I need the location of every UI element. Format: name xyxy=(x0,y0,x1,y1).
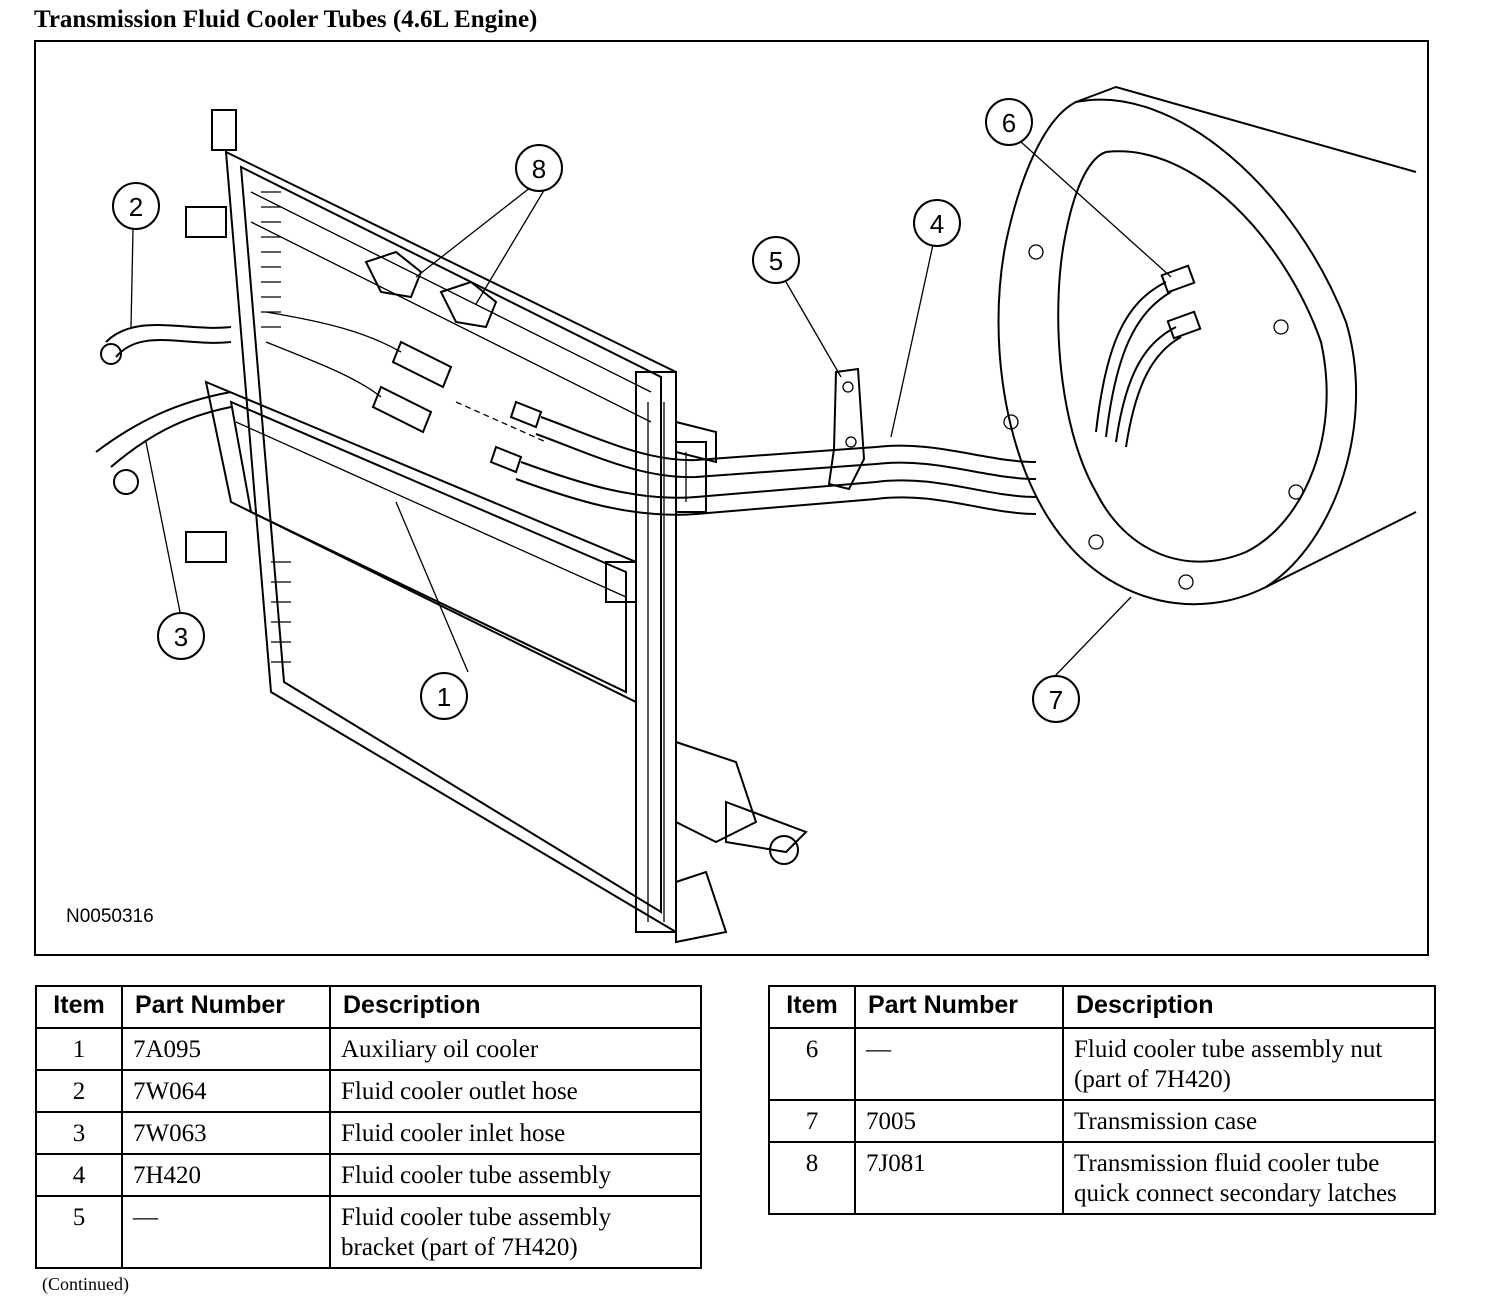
cell-part-number: — xyxy=(121,1195,331,1269)
cell-item: 8 xyxy=(768,1141,856,1215)
svg-text:1: 1 xyxy=(437,682,451,712)
cell-part-number: 7J081 xyxy=(854,1141,1064,1215)
tube-bracket xyxy=(827,367,866,491)
header-item: Item xyxy=(768,985,856,1029)
header-item: Item xyxy=(35,985,123,1029)
cell-item: 1 xyxy=(35,1027,123,1071)
callout-2: 2 xyxy=(112,182,160,230)
table-header-row: Item Part Number Description xyxy=(768,985,1436,1029)
cell-description: Fluid cooler tube assembly bracket (part… xyxy=(329,1195,702,1269)
cell-description: Transmission case xyxy=(1062,1099,1436,1143)
cell-item: 5 xyxy=(35,1195,123,1269)
table-row: 6 — Fluid cooler tube assembly nut (part… xyxy=(768,1027,1436,1101)
svg-text:2: 2 xyxy=(129,192,143,222)
cell-description: Fluid cooler inlet hose xyxy=(329,1111,702,1155)
cell-item: 7 xyxy=(768,1099,856,1143)
continued-note: (Continued) xyxy=(42,1274,129,1294)
svg-text:7: 7 xyxy=(1049,685,1063,715)
svg-text:6: 6 xyxy=(1002,108,1016,138)
cell-part-number: 7A095 xyxy=(121,1027,331,1071)
cell-part-number: 7W064 xyxy=(121,1069,331,1113)
cell-item: 4 xyxy=(35,1153,123,1197)
svg-text:5: 5 xyxy=(769,246,783,276)
callout-5: 5 xyxy=(752,236,800,284)
cooler-hoses xyxy=(95,324,232,495)
exploded-view-illustration: 1 2 3 4 5 6 7 8 N0050316 xyxy=(34,40,1429,956)
table-row: 1 7A095 Auxiliary oil cooler xyxy=(35,1027,702,1071)
cell-description: Fluid cooler tube assembly nut (part of … xyxy=(1062,1027,1436,1101)
svg-text:8: 8 xyxy=(532,154,546,184)
quick-connect-latches xyxy=(265,250,547,474)
cell-part-number: 7005 xyxy=(854,1099,1064,1143)
table-header-row: Item Part Number Description xyxy=(35,985,702,1029)
header-part-number: Part Number xyxy=(854,985,1064,1029)
cell-part-number: — xyxy=(854,1027,1064,1101)
svg-text:3: 3 xyxy=(174,622,188,652)
table-row: 4 7H420 Fluid cooler tube assembly xyxy=(35,1153,702,1197)
tube-nuts xyxy=(1095,264,1202,448)
callout-1: 1 xyxy=(420,672,468,720)
cell-description: Auxiliary oil cooler xyxy=(329,1027,702,1071)
callout-3: 3 xyxy=(157,612,205,660)
radiator-fins xyxy=(261,191,291,663)
parts-table-left: Item Part Number Description 1 7A095 Aux… xyxy=(35,985,702,1269)
cooler-tube-assembly xyxy=(515,416,1037,516)
callout-8: 8 xyxy=(515,144,563,192)
svg-text:4: 4 xyxy=(930,209,944,239)
parts-table-right: Item Part Number Description 6 — Fluid c… xyxy=(768,985,1436,1215)
table-row: 2 7W064 Fluid cooler outlet hose xyxy=(35,1069,702,1113)
cell-description: Fluid cooler tube assembly xyxy=(329,1153,702,1197)
cell-item: 2 xyxy=(35,1069,123,1113)
header-part-number: Part Number xyxy=(121,985,331,1029)
diagram-drawing: 1 2 3 4 5 6 7 8 xyxy=(95,85,1417,944)
table-row: 7 7005 Transmission case xyxy=(768,1099,1436,1143)
cell-part-number: 7W063 xyxy=(121,1111,331,1155)
radiator xyxy=(211,109,808,944)
auxiliary-oil-cooler xyxy=(185,206,637,704)
table-row: 8 7J081 Transmission fluid cooler tube q… xyxy=(768,1141,1436,1215)
figure-id: N0050316 xyxy=(66,906,154,927)
header-description: Description xyxy=(1062,985,1436,1029)
cell-part-number: 7H420 xyxy=(121,1153,331,1197)
callout-4: 4 xyxy=(913,199,961,247)
transmission-case xyxy=(997,85,1417,606)
table-row: 5 — Fluid cooler tube assembly bracket (… xyxy=(35,1195,702,1269)
leader-lines xyxy=(130,141,1172,678)
cell-item: 3 xyxy=(35,1111,123,1155)
header-description: Description xyxy=(329,985,702,1029)
callout-7: 7 xyxy=(1032,675,1080,723)
cell-description: Fluid cooler outlet hose xyxy=(329,1069,702,1113)
cell-description: Transmission fluid cooler tube quick con… xyxy=(1062,1141,1436,1215)
table-row: 3 7W063 Fluid cooler inlet hose xyxy=(35,1111,702,1155)
page-title: Transmission Fluid Cooler Tubes (4.6L En… xyxy=(34,6,538,33)
callout-6: 6 xyxy=(985,98,1033,146)
cell-item: 6 xyxy=(768,1027,856,1101)
